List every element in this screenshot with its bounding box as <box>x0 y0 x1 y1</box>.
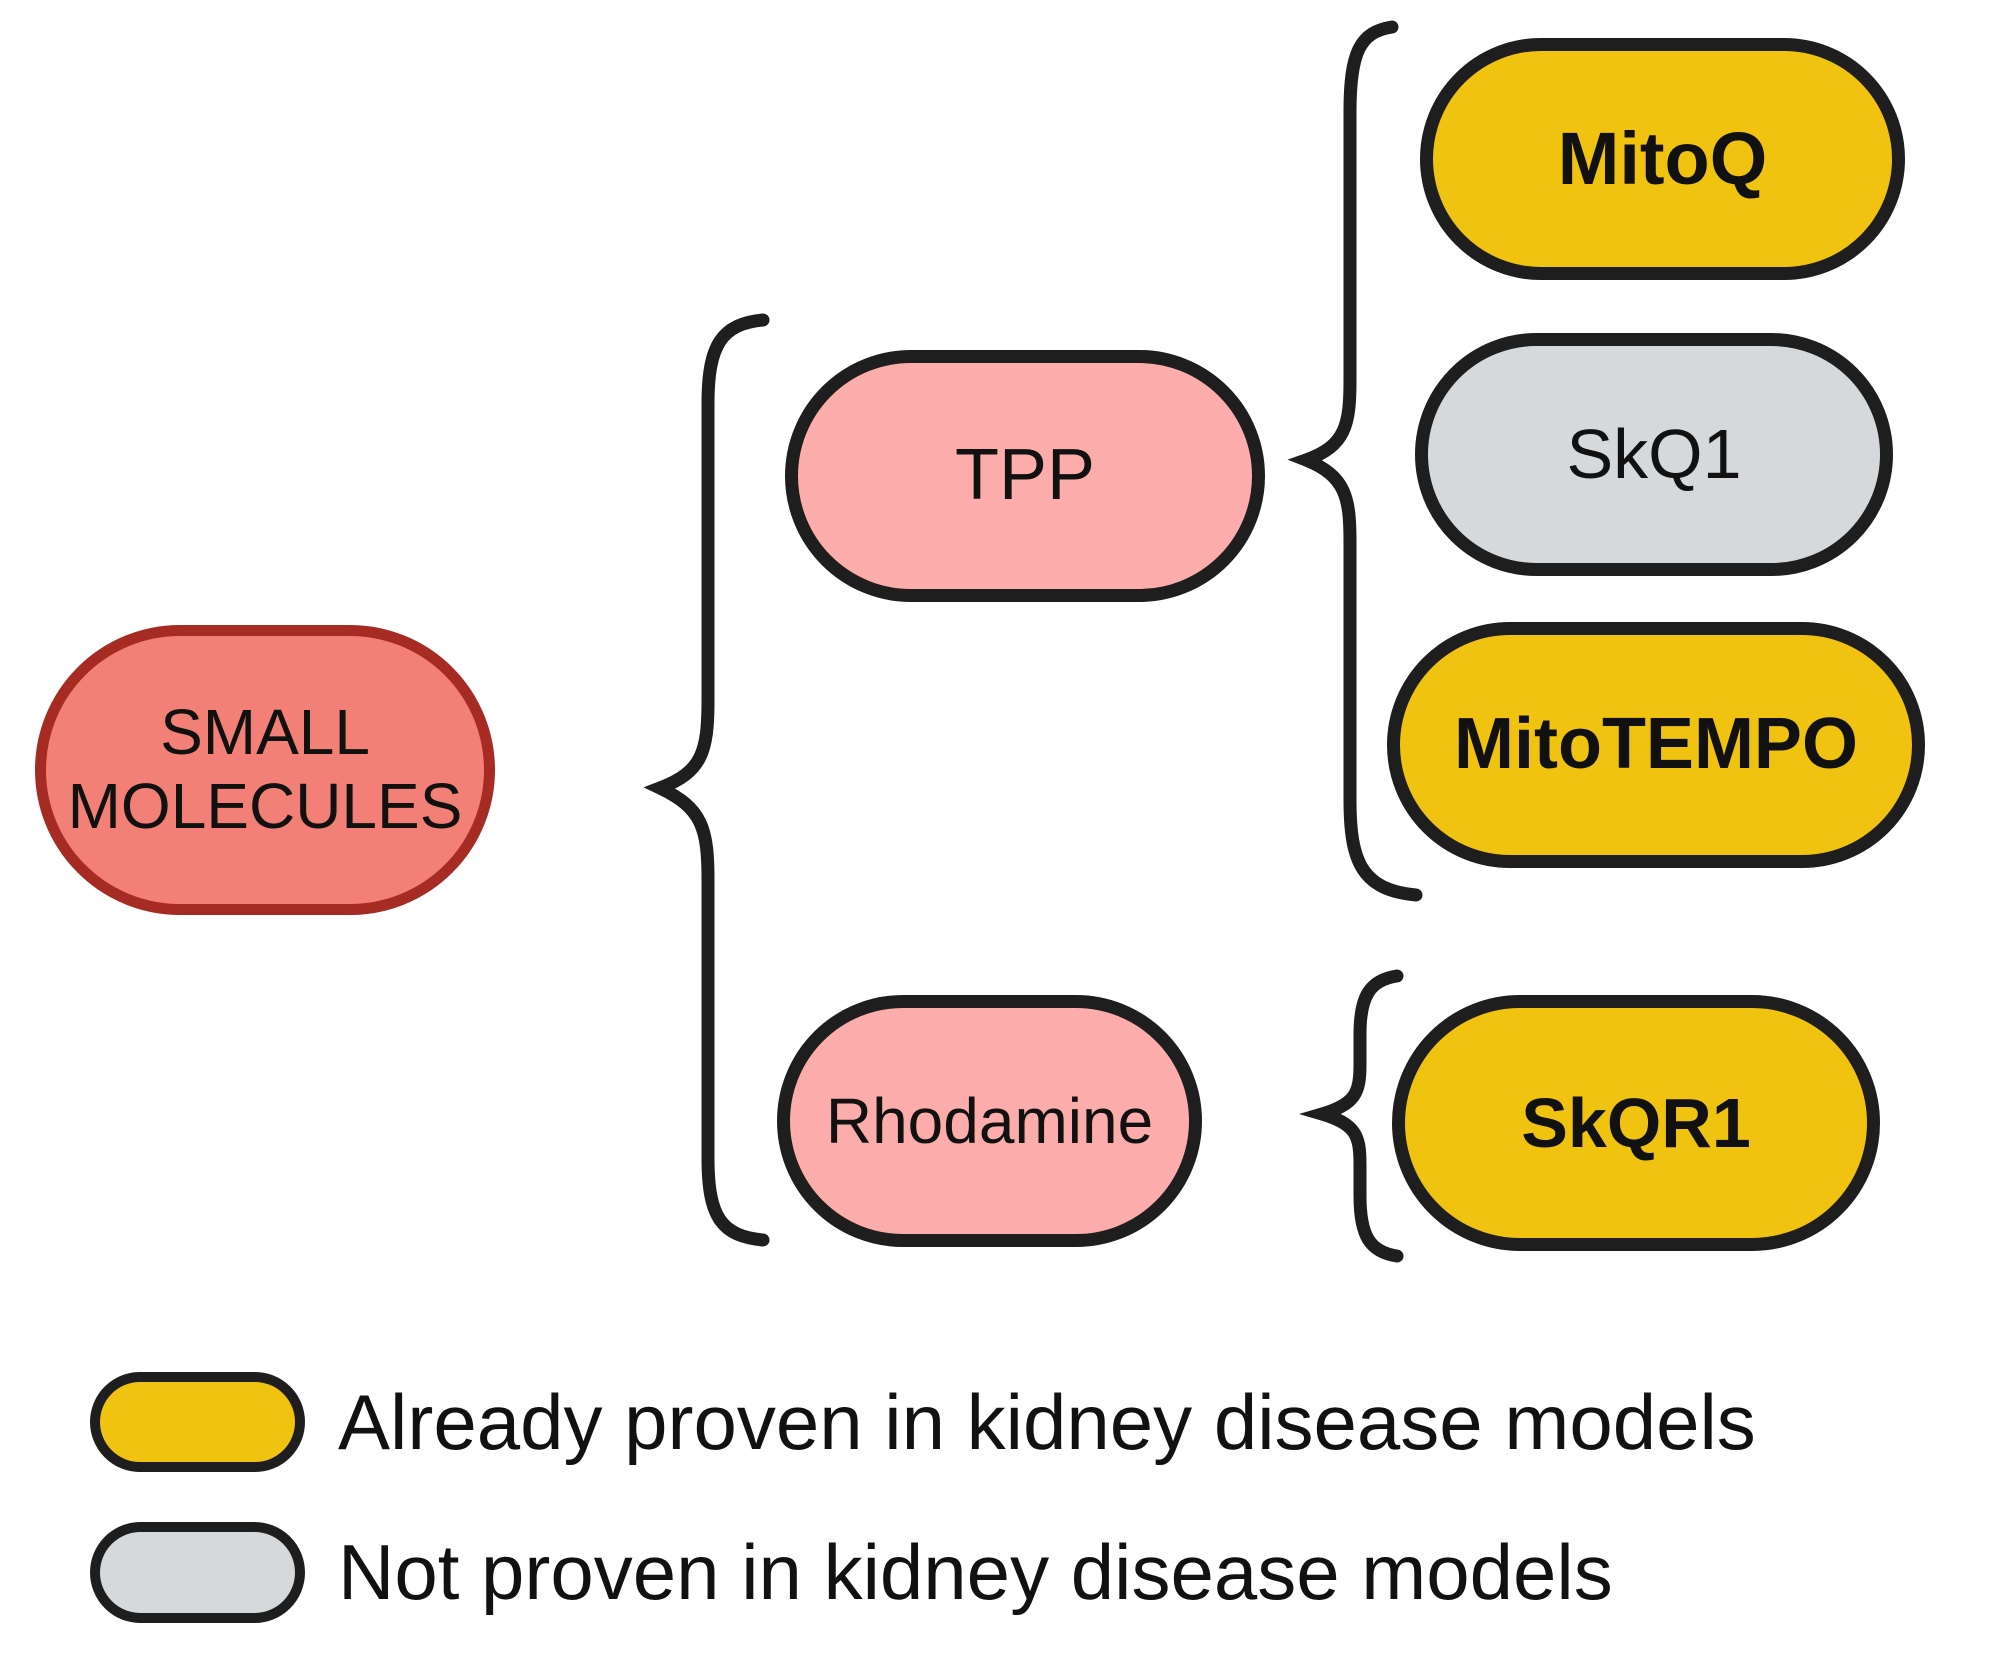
root-node-small-molecules: SMALL MOLECULES <box>35 625 495 915</box>
branch-node-rhodamine: Rhodamine <box>777 995 1202 1247</box>
legend-swatch-proven <box>90 1372 305 1472</box>
leaf-node-skq1: SkQ1 <box>1415 333 1893 576</box>
legend-item-not-proven: Not proven in kidney disease models <box>90 1522 1613 1623</box>
legend-item-proven: Already proven in kidney disease models <box>90 1372 1756 1472</box>
branch-node-tpp: TPP <box>785 350 1265 602</box>
leaf-node-mitoq: MitoQ <box>1420 38 1905 280</box>
leaf-node-mitotempo: MitoTEMPO <box>1387 622 1925 868</box>
legend-swatch-not-proven <box>90 1522 305 1623</box>
legend-label-proven: Already proven in kidney disease models <box>338 1377 1756 1466</box>
brace-root <box>643 313 770 1247</box>
brace-rhodamine <box>1298 969 1404 1263</box>
legend-label-not-proven: Not proven in kidney disease models <box>338 1528 1613 1616</box>
leaf-node-skqr1: SkQR1 <box>1392 995 1880 1251</box>
brace-tpp <box>1287 20 1423 902</box>
